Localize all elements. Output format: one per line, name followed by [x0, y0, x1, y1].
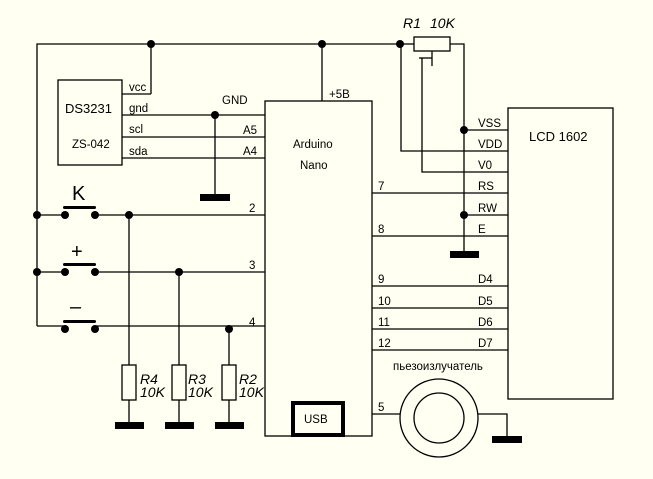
junction-dot [147, 40, 155, 48]
ground-symbol [200, 194, 230, 201]
r3-value: 10K [188, 384, 214, 400]
rtc-name: DS3231 [65, 101, 112, 116]
piezo-buzzer: пьезоизлучатель 5 [372, 361, 522, 458]
ground-symbol [492, 436, 522, 443]
button-k-label: K [72, 183, 86, 205]
resistor-r4: R4 10K [115, 215, 166, 429]
lcd-pin-rw: RW [478, 203, 497, 215]
r3-ref: R3 [188, 371, 206, 387]
lcd-pin-v0: V0 [478, 160, 492, 172]
arduino-pin-12: 12 [378, 338, 391, 350]
arduino-pin-3: 3 [249, 260, 255, 272]
r4-value: 10K [140, 384, 166, 400]
r2-ref: R2 [239, 371, 257, 387]
arduino-pin-10: 10 [378, 296, 391, 308]
rtc-pin-gnd: gnd [129, 103, 148, 115]
power-label: +5B [329, 89, 350, 101]
arduino-pin-11: 11 [378, 317, 390, 329]
r1-value: 10K [430, 15, 456, 31]
rtc-pin-sda: sda [129, 146, 148, 158]
arduino-pin-a5: A5 [243, 125, 257, 137]
junction-dot [211, 111, 219, 119]
resistor-r2: R2 10K [215, 329, 265, 429]
lcd-pin-d5: D5 [478, 296, 493, 308]
lcd-pin-e: E [478, 224, 486, 236]
arduino-pin-4: 4 [249, 317, 256, 329]
gnd-node: GND A5 A4 [200, 95, 258, 201]
lcd-pin-vdd: VDD [478, 139, 502, 151]
arduino-pin-5: 5 [378, 402, 384, 414]
rtc-model: ZS-042 [72, 139, 110, 151]
arduino-model: Nano [300, 160, 328, 172]
ground-symbol [450, 251, 479, 258]
lcd-name: LCD 1602 [529, 129, 588, 144]
r4-ref: R4 [140, 371, 158, 387]
rtc-pin-vcc: vcc [129, 82, 147, 94]
lcd-pin-d6: D6 [478, 317, 493, 329]
lcd-1602: LCD 1602 VSS VDD V0 RS RW E D4 D5 D6 D7 … [372, 107, 614, 400]
usb-port [291, 401, 345, 437]
arduino-pin-8: 8 [378, 224, 384, 236]
top-rail [36, 40, 404, 326]
buzzer-inner-ring [413, 392, 465, 444]
lcd-pin-vss: VSS [478, 118, 501, 130]
lcd-pin-rs: RS [478, 181, 494, 193]
buzzer-outer-ring [399, 378, 479, 458]
lcd-pin-d4: D4 [478, 274, 493, 286]
resistor-r3: R3 10K [165, 272, 214, 429]
button-minus-label: – [70, 296, 82, 318]
arduino-pin-9: 9 [378, 274, 384, 286]
rtc-pin-scl: scl [129, 124, 143, 136]
junction-dot [318, 40, 326, 48]
arduino-nano: +5B Arduino Nano USB [264, 89, 373, 437]
r2-value: 10K [239, 384, 265, 400]
button-plus-label: + [71, 241, 83, 263]
gnd-label: GND [222, 95, 248, 107]
r1-ref: R1 [403, 15, 421, 31]
usb-label: USB [304, 414, 328, 426]
potentiometer-r1: R1 10K [400, 15, 508, 173]
lcd-pin-d7: D7 [478, 338, 493, 350]
buzzer-label: пьезоизлучатель [393, 361, 483, 373]
buttons: K 2 + 3 – 4 [33, 183, 265, 333]
arduino-name: Arduino [293, 139, 333, 151]
arduino-pin-2: 2 [249, 203, 255, 215]
arduino-pin-a4: A4 [243, 146, 258, 158]
rtc-module: DS3231 ZS-042 vcc gnd scl sda [57, 79, 265, 166]
arduino-pin-7: 7 [378, 181, 384, 193]
